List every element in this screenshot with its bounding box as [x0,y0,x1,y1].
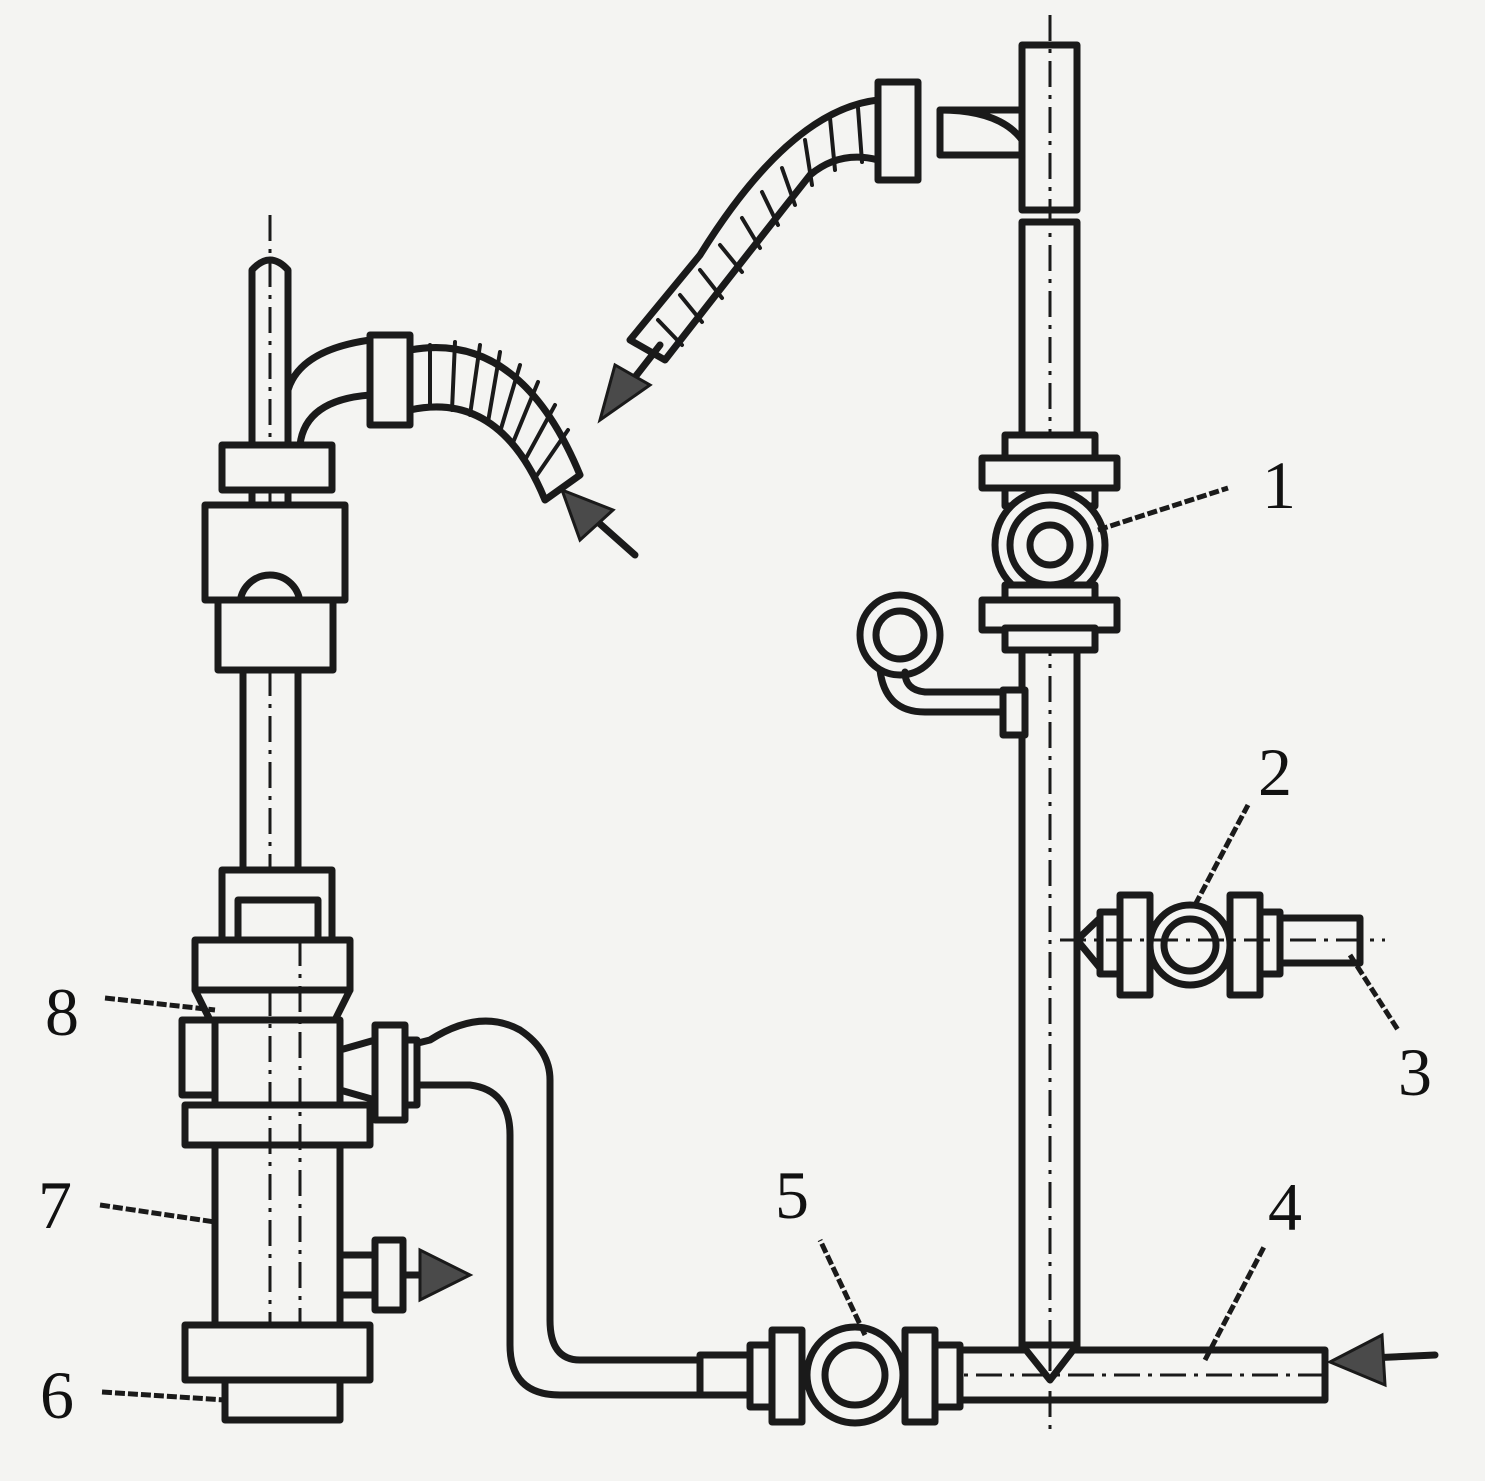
main-pipe-4 [700,1341,1330,1430]
label-1: 1 [1262,447,1296,523]
lower-hose [284,331,584,504]
left-assembly [178,215,421,1424]
valve-1 [978,431,1121,654]
right-riser-pipe [936,15,1081,1354]
label-5: 5 [775,1157,809,1233]
arrow-upper-hose-out [597,341,664,424]
pressure-gauge [856,591,1029,739]
return-pipe [406,1017,704,1399]
arrow-lower-hose-in [559,487,639,559]
label-8: 8 [45,974,79,1050]
label-4: 4 [1268,1169,1302,1245]
label-3: 3 [1398,1034,1432,1110]
flow-arrows [399,341,1439,1388]
valve-5 [696,1323,964,1427]
arrow-pump-outlet [399,1247,474,1303]
valve-2 [1060,891,1385,999]
label-6: 6 [40,1357,74,1433]
label-2: 2 [1258,734,1292,810]
callout-labels: 1 2 3 4 5 6 7 8 [38,447,1432,1433]
arrow-main-inlet [1326,1332,1439,1388]
upper-hose [626,78,922,364]
leader-lines [99,485,1401,1403]
label-7: 7 [38,1167,72,1243]
